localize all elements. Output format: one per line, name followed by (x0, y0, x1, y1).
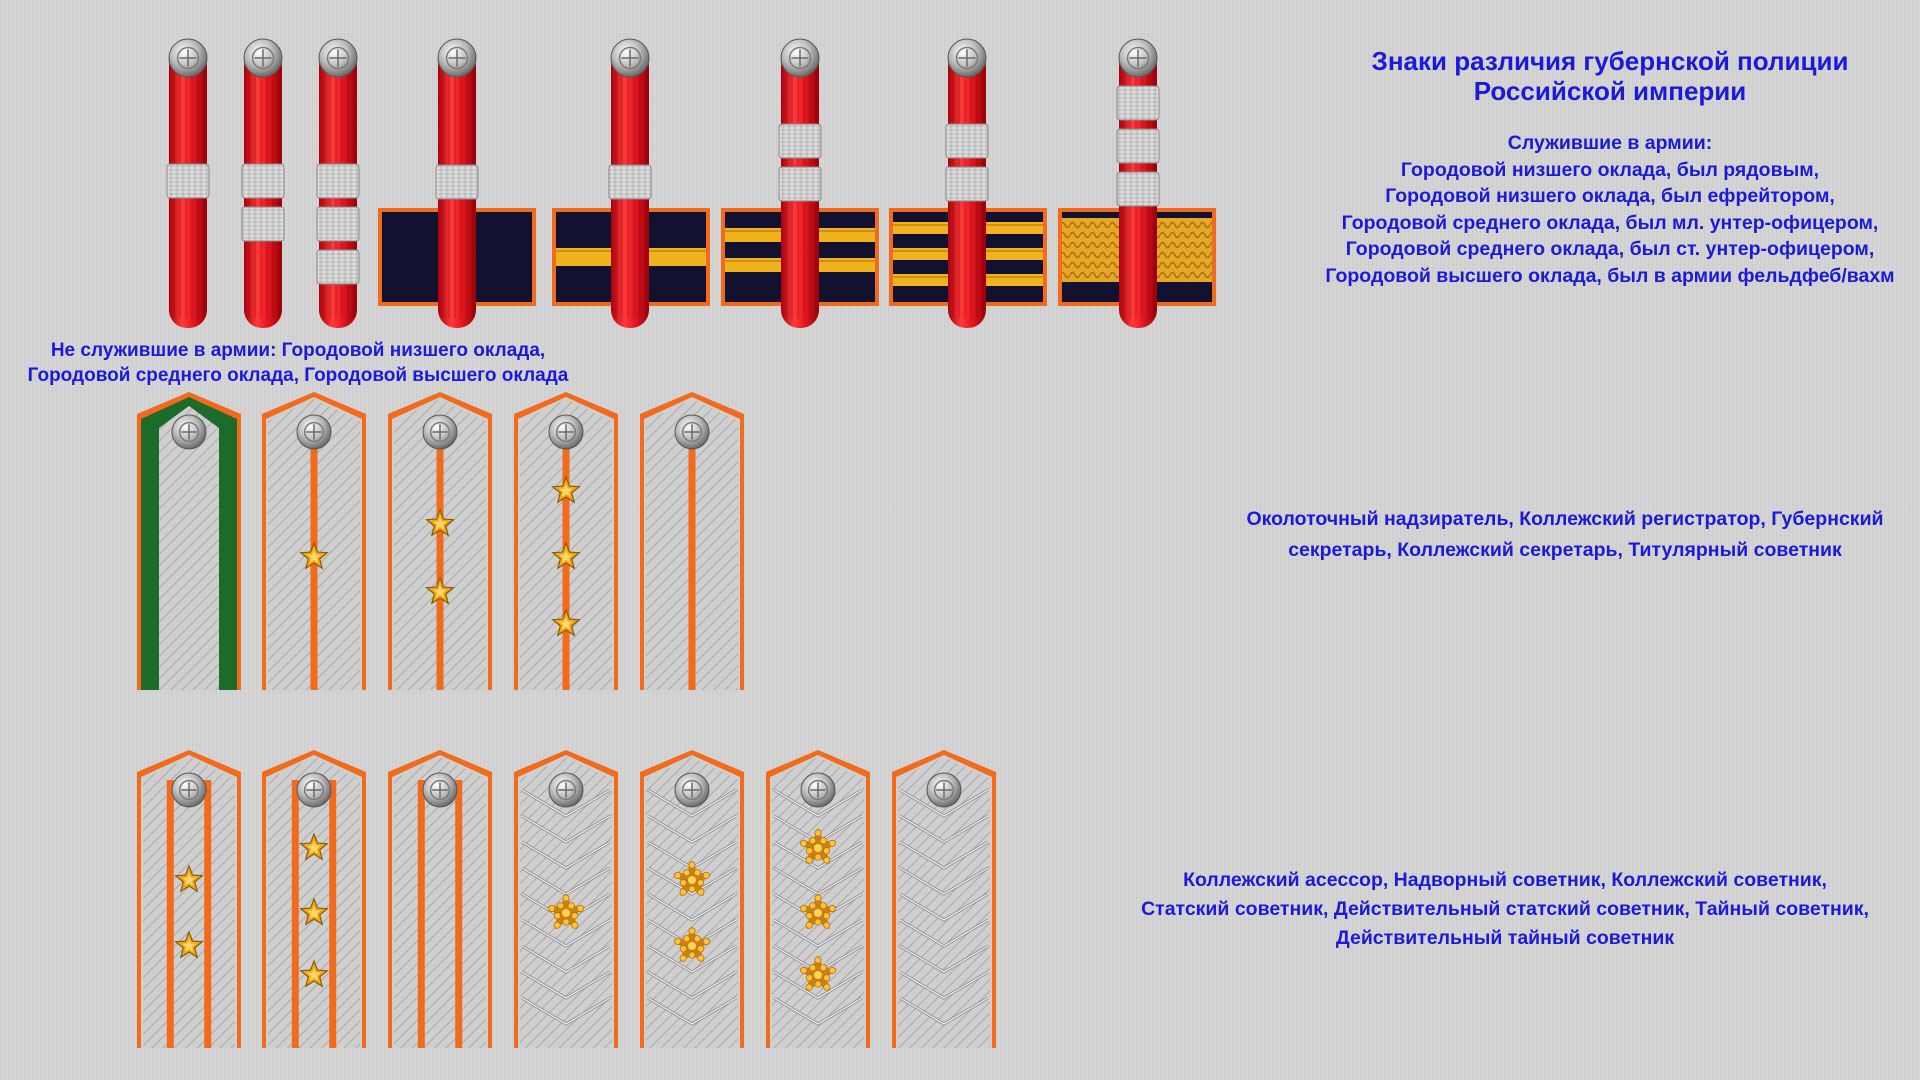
lumen-stripe (455, 780, 463, 1048)
lumen-stripe (329, 780, 337, 1048)
army-served-caption: Служившие в армии: Городовой низшего окл… (1300, 130, 1920, 289)
silver-ring (1116, 128, 1160, 164)
junior-shoulder-board (514, 392, 618, 690)
army-line-4: Городовой среднего оклада, был ст. унтер… (1345, 238, 1875, 260)
cord-insignia (241, 38, 285, 328)
lumen-stripe (436, 422, 444, 690)
cords-army-group (378, 38, 1216, 328)
lumen-stripe (166, 780, 174, 1048)
cord-with-board (1058, 38, 1216, 328)
title-line-1: Знаки различия губернской полиции (1371, 46, 1849, 76)
silver-ring (316, 206, 360, 242)
non-army-caption: Не служившие в армии: Городовой низшего … (0, 338, 596, 388)
senior-shoulder-board (262, 750, 366, 1048)
senior-shoulder-board (892, 750, 996, 1048)
army-line-1: Городовой низшего оклада, был рядовым, (1400, 158, 1820, 181)
silver-ring (316, 249, 360, 285)
cord-with-board (552, 38, 710, 328)
senior-boards-group (137, 750, 996, 1048)
senior-shoulder-board (388, 750, 492, 1048)
lumen-stripe (417, 780, 425, 1048)
okolot-line-1: Околоточный надзиратель, Коллежский реги… (1246, 508, 1884, 530)
silver-ring (241, 206, 285, 242)
army-line-3: Городовой среднего оклада, был мл. унтер… (1341, 211, 1879, 234)
junior-shoulder-board (137, 392, 241, 690)
silver-ring (1116, 171, 1160, 207)
okolot-line-2: секретарь, Коллежский секретарь, Титуляр… (1288, 539, 1842, 561)
cord-insignia (316, 38, 360, 328)
silver-ring (435, 164, 479, 200)
page-title: Знаки различия губернской полиции Россий… (1300, 46, 1920, 106)
senior-shoulder-board (137, 750, 241, 1048)
senior-shoulder-board (514, 750, 618, 1048)
cord-with-board (378, 38, 536, 328)
senior-shoulder-board (640, 750, 744, 1048)
title-line-2: Российской империи (1473, 76, 1747, 106)
silver-ring (778, 166, 822, 202)
cord-insignia (166, 38, 210, 328)
silver-ring (166, 163, 210, 199)
silver-ring (945, 166, 989, 202)
silver-ring (316, 163, 360, 199)
kollasess-line-2: Статский советник, Действительный статск… (1141, 898, 1869, 920)
junior-ranks-caption: Околоточный надзиратель, Коллежский реги… (1220, 504, 1910, 566)
lumen-stripe (291, 780, 299, 1048)
cord-with-board (721, 38, 879, 328)
silver-ring (1116, 85, 1160, 121)
army-heading: Служившие в армии: (1507, 132, 1713, 154)
kollasess-line-3: Действительный тайный советник (1335, 927, 1675, 949)
silver-ring (945, 123, 989, 159)
army-line-2: Городовой низшего оклада, был ефрейтором… (1385, 185, 1835, 207)
lumen-stripe (688, 422, 696, 690)
junior-shoulder-board (262, 392, 366, 690)
cords-nonarmy-group (166, 38, 360, 328)
senior-shoulder-board (766, 750, 870, 1048)
kollasess-line-1: Коллежский асессор, Надворный советник, … (1183, 869, 1827, 891)
silver-ring (241, 163, 285, 199)
lumen-stripe (204, 780, 212, 1048)
silver-ring (778, 123, 822, 159)
nonarmy-line-2: Городовой среднего оклада, Городовой выс… (27, 365, 569, 386)
cord-with-board (889, 38, 1047, 328)
junior-shoulder-board (640, 392, 744, 690)
army-line-5: Городовой высшего оклада, был в армии фе… (1325, 264, 1895, 287)
junior-shoulder-board (388, 392, 492, 690)
junior-boards-group (137, 392, 744, 690)
nonarmy-line-1: Не служившие в армии: Городовой низшего … (50, 340, 546, 361)
senior-ranks-caption: Коллежский асессор, Надворный советник, … (1110, 866, 1900, 953)
silver-ring (608, 164, 652, 200)
